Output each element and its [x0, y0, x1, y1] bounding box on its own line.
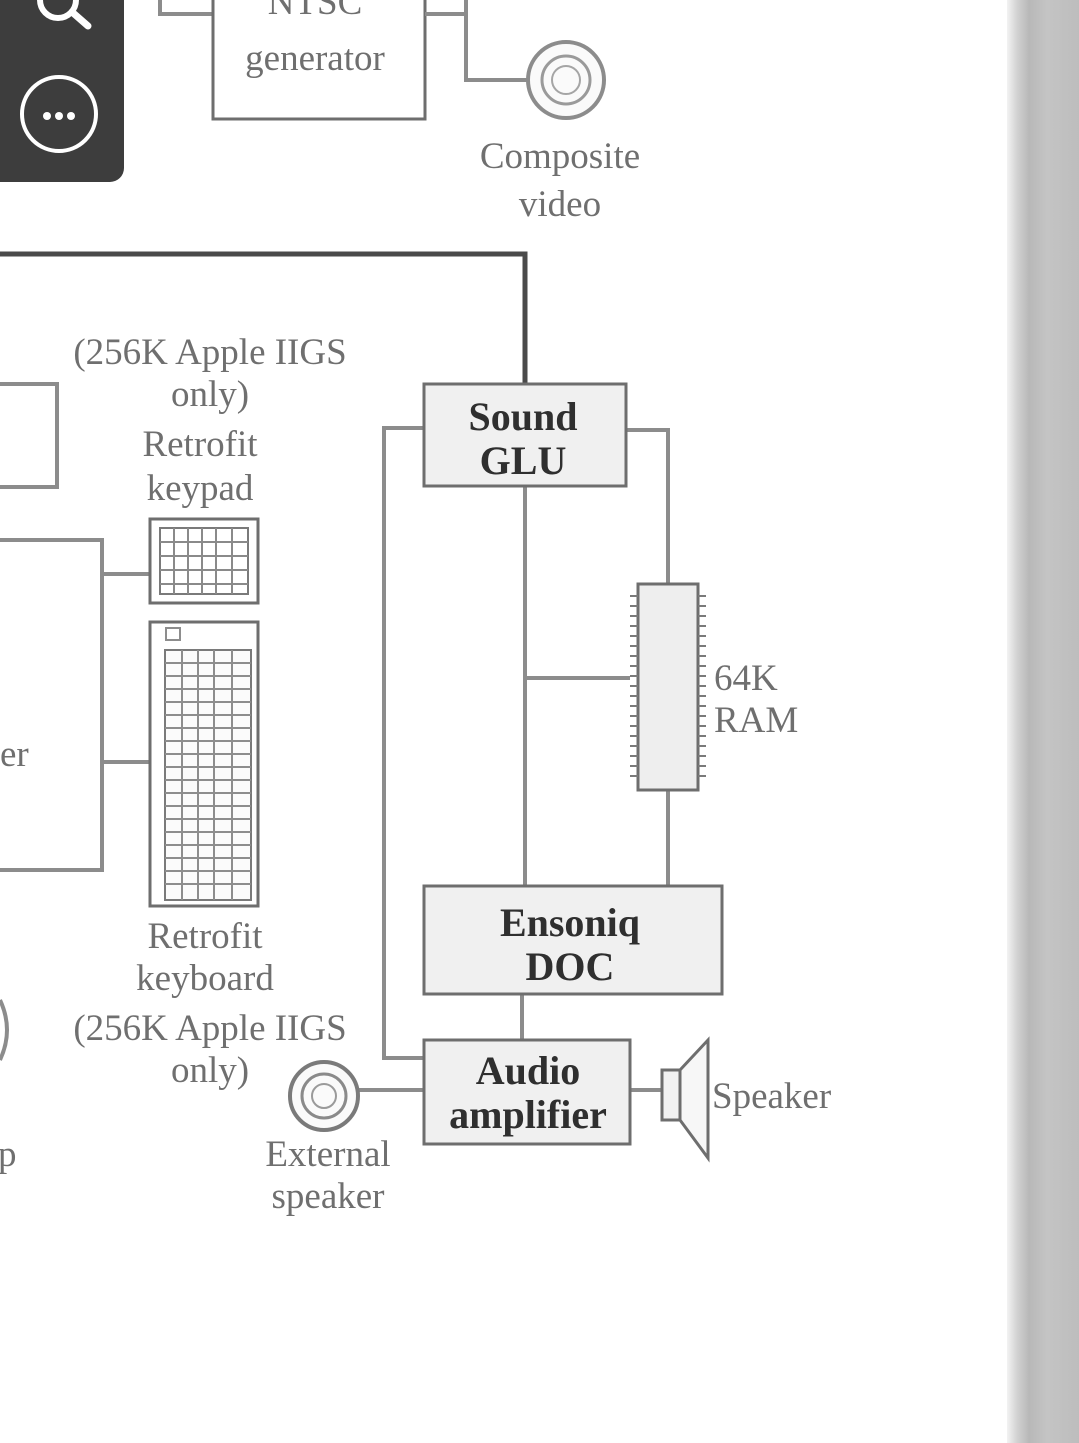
ntsc-generator-label-line2: generator: [245, 38, 385, 79]
left-partial-label: p: [0, 1134, 17, 1175]
zoom-button[interactable]: [22, 0, 102, 40]
system-bus-line: [0, 251, 528, 385]
ram-label-line1: 64K: [714, 658, 778, 699]
speaker-label: Speaker: [712, 1076, 831, 1117]
ensoniq-doc-label-line2: DOC: [526, 944, 615, 989]
external-speaker-label-line1: External: [265, 1134, 390, 1175]
ram-label-line2: RAM: [714, 700, 798, 741]
more-options-button[interactable]: [20, 75, 98, 153]
ensoniq-doc-label-line1: Ensoniq: [500, 900, 640, 945]
audio-amplifier-label-line2: amplifier: [449, 1092, 607, 1137]
keyboard-controller-partial-label: er: [0, 734, 29, 775]
ntsc-generator-label-line1: NTSC: [268, 0, 363, 23]
note-256k-bottom-line2: only): [171, 1050, 249, 1091]
retrofit-keyboard-label-line2: keyboard: [136, 958, 274, 999]
retrofit-keypad-icon: [148, 517, 260, 605]
composite-video-jack: Composite video: [480, 40, 640, 225]
search-icon: [37, 0, 92, 30]
external-speaker-label-line2: speaker: [272, 1176, 385, 1217]
more-options-icon-dot: [67, 112, 75, 120]
ntsc-generator-block: NTSC generator: [158, 0, 527, 121]
note-256k-top-line1: (256K Apple IIGS: [73, 332, 346, 373]
external-speaker-jack: External speaker: [265, 1060, 391, 1217]
floating-toolbar: [0, 0, 124, 182]
more-options-icon: [43, 112, 51, 120]
note-256k-bottom-line1: (256K Apple IIGS: [73, 1008, 346, 1049]
left-partial-blocks: er p: [0, 382, 104, 1175]
retrofit-keyboard-icon: [148, 620, 260, 908]
retrofit-keyboard-label-line1: Retrofit: [147, 916, 263, 957]
ensoniq-doc-block: Ensoniq DOC: [422, 884, 724, 996]
speaker-icon: Speaker: [660, 1036, 831, 1163]
audio-amplifier-block: Audio amplifier: [422, 1038, 632, 1146]
note-256k-top-line2: only): [171, 374, 249, 415]
composite-video-label-line1: Composite: [480, 136, 640, 177]
sound-glu-label-line1: Sound: [469, 394, 578, 439]
sound-glu-block: Sound GLU: [422, 382, 628, 488]
sound-wiring: [358, 426, 670, 1092]
retrofit-keypad-label-line1: Retrofit: [142, 424, 258, 465]
sound-glu-label-line2: GLU: [480, 438, 567, 483]
composite-video-label-line2: video: [519, 184, 601, 225]
retrofit-keypad-label-line2: keypad: [147, 468, 254, 509]
audio-amplifier-label-line1: Audio: [476, 1048, 581, 1093]
page-edge-shadow: [1007, 0, 1079, 1443]
ram-64k-chip: 64K RAM: [630, 582, 798, 792]
more-options-icon-dot: [55, 112, 63, 120]
